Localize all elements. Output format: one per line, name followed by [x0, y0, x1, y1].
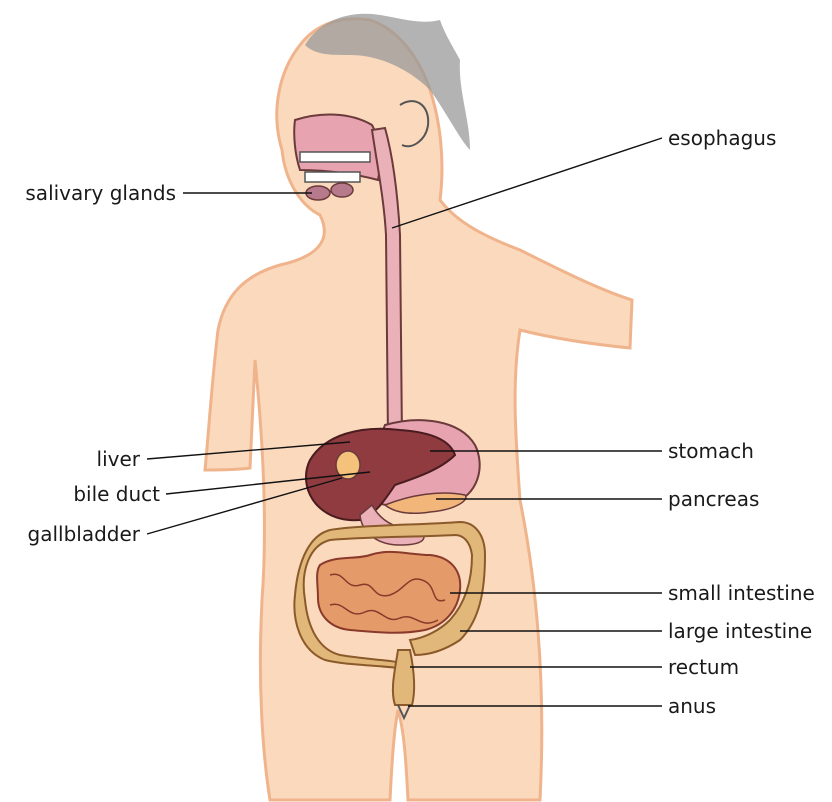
- oral-cavity: [294, 115, 380, 180]
- label-salivary-glands: salivary glands: [14, 181, 176, 205]
- label-esophagus: esophagus: [668, 126, 776, 150]
- upper-teeth: [300, 152, 370, 162]
- salivary-gland-2: [331, 183, 353, 197]
- lower-teeth: [305, 172, 360, 182]
- label-rectum: rectum: [668, 655, 739, 679]
- label-pancreas: pancreas: [668, 487, 759, 511]
- label-anus: anus: [668, 694, 716, 718]
- label-large-intestine: large intestine: [668, 619, 812, 643]
- label-liver: liver: [60, 447, 140, 471]
- small-intestine-organ: [317, 552, 460, 633]
- rectum-organ: [393, 650, 414, 705]
- label-small-intestine: small intestine: [668, 581, 815, 605]
- label-stomach: stomach: [668, 439, 754, 463]
- label-bile-duct: bile duct: [20, 482, 160, 506]
- label-gallbladder: gallbladder: [10, 522, 140, 546]
